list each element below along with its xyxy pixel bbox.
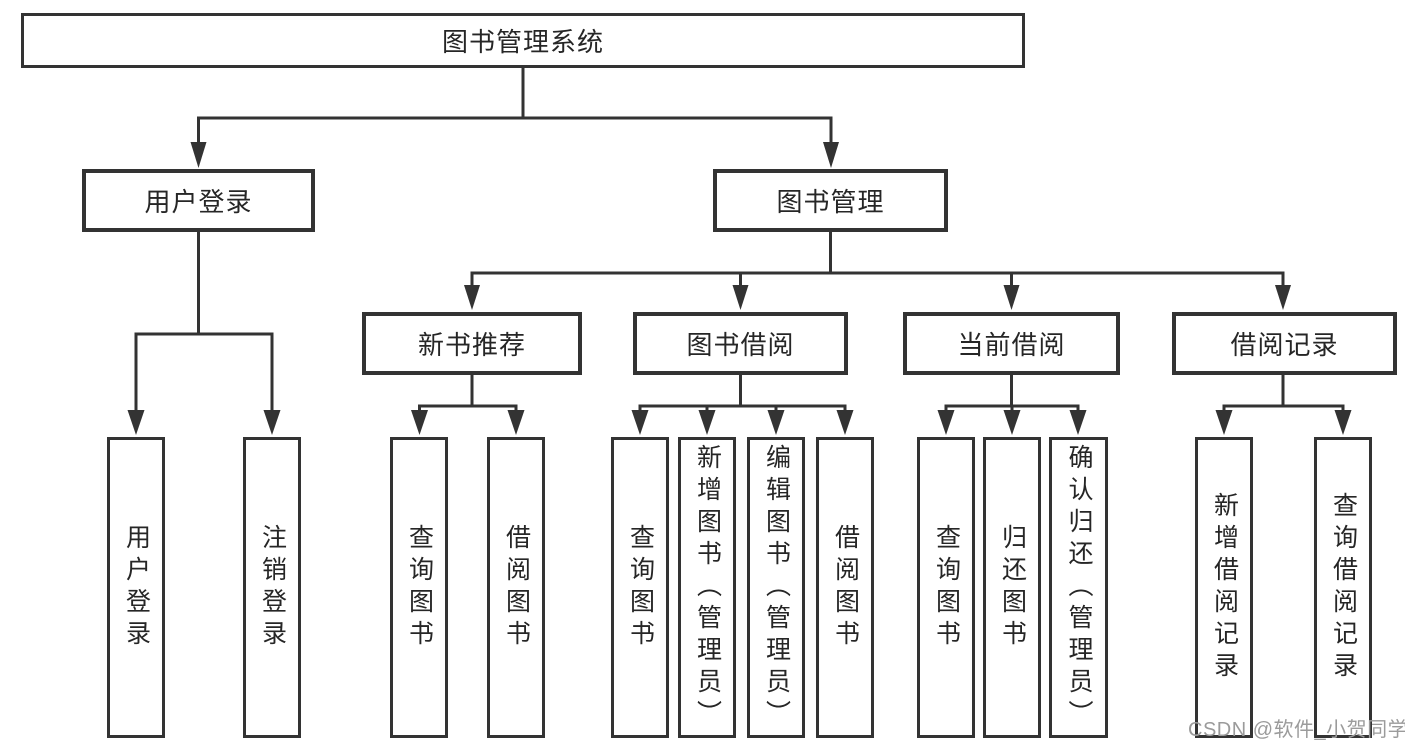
connector-records-branch: [1222, 404, 1345, 413]
leaf-query-books-recommend: 查询图书: [390, 437, 448, 738]
leaf-add-book-admin: 新增图书（管理员）: [678, 437, 736, 738]
node-root-label: 图书管理系统: [441, 27, 604, 57]
arrowhead-icon: [836, 410, 854, 435]
connector-root-branch: [197, 116, 833, 145]
node-new-book-recommend: 新书推荐: [362, 312, 582, 375]
connector-recommend-branch: [418, 404, 518, 413]
connector-user-branch: [134, 332, 274, 413]
node-label: 当前借阅: [957, 330, 1066, 360]
arrowhead-icon: [464, 285, 480, 310]
leaf-label: 查询借阅记录: [1329, 491, 1358, 684]
node-book-management: 图书管理: [713, 169, 948, 232]
leaf-query-books-current: 查询图书: [917, 437, 975, 738]
leaf-label: 新增借阅记录: [1210, 491, 1239, 684]
arrowhead-icon: [263, 410, 281, 435]
arrowhead-icon: [732, 285, 749, 310]
leaf-confirm-return-admin: 确认归还（管理员）: [1049, 437, 1108, 738]
arrowhead-icon: [823, 142, 839, 168]
node-root: 图书管理系统: [21, 13, 1025, 68]
leaf-label: 注销登录: [258, 523, 287, 652]
node-label: 新书推荐: [417, 330, 526, 360]
node-label: 图书借阅: [686, 330, 795, 360]
arrowhead-icon: [190, 142, 207, 168]
arrowhead-icon: [1003, 410, 1021, 435]
leaf-add-borrow-record: 新增借阅记录: [1195, 437, 1253, 738]
arrowhead-icon: [411, 410, 428, 435]
node-label: 用户登录: [144, 187, 253, 217]
leaf-user-login: 用户登录: [107, 437, 165, 738]
leaf-label: 归还图书: [998, 523, 1027, 652]
leaf-label: 查询图书: [932, 523, 961, 652]
arrowhead-icon: [1003, 285, 1020, 310]
node-borrow-records: 借阅记录: [1172, 312, 1397, 375]
connector-book-branch: [470, 271, 1285, 289]
arrowhead-icon: [937, 410, 955, 435]
arrowhead-icon: [1069, 410, 1087, 435]
connector-lines: [134, 68, 1345, 413]
node-current-borrow: 当前借阅: [903, 312, 1120, 375]
arrowhead-icon: [1275, 285, 1291, 310]
leaf-label: 查询图书: [626, 523, 655, 652]
leaf-label: 确认归还（管理员）: [1065, 443, 1093, 732]
leaf-label: 编辑图书（管理员）: [762, 443, 791, 732]
arrowhead-icon: [631, 410, 649, 435]
node-user-login: 用户登录: [82, 169, 315, 232]
leaf-label: 新增图书（管理员）: [693, 443, 722, 732]
connector-borrow-branch: [638, 404, 847, 413]
node-label: 借阅记录: [1230, 330, 1339, 360]
leaf-logout: 注销登录: [243, 437, 301, 738]
arrowhead-icon: [698, 410, 716, 435]
leaf-borrow-books-recommend: 借阅图书: [487, 437, 545, 738]
arrowhead-icon: [767, 410, 785, 435]
leaf-label: 用户登录: [122, 523, 151, 652]
leaf-query-books-borrow: 查询图书: [611, 437, 669, 738]
arrowhead-icon: [1334, 410, 1352, 435]
arrowhead-icon: [1215, 410, 1233, 435]
leaf-edit-book-admin: 编辑图书（管理员）: [747, 437, 805, 738]
leaf-label: 借阅图书: [502, 523, 531, 652]
leaf-return-book: 归还图书: [983, 437, 1041, 738]
leaf-query-borrow-record: 查询借阅记录: [1314, 437, 1372, 738]
arrowheads: [127, 142, 1352, 435]
leaf-label: 借阅图书: [831, 523, 860, 652]
arrowhead-icon: [507, 410, 525, 435]
leaf-label: 查询图书: [405, 523, 434, 652]
arrowhead-icon: [127, 410, 145, 435]
leaf-borrow-books-borrow: 借阅图书: [816, 437, 874, 738]
node-label: 图书管理: [776, 187, 885, 217]
watermark: CSDN @软件_小贺同学: [1188, 719, 1405, 741]
node-book-borrow: 图书借阅: [633, 312, 848, 375]
